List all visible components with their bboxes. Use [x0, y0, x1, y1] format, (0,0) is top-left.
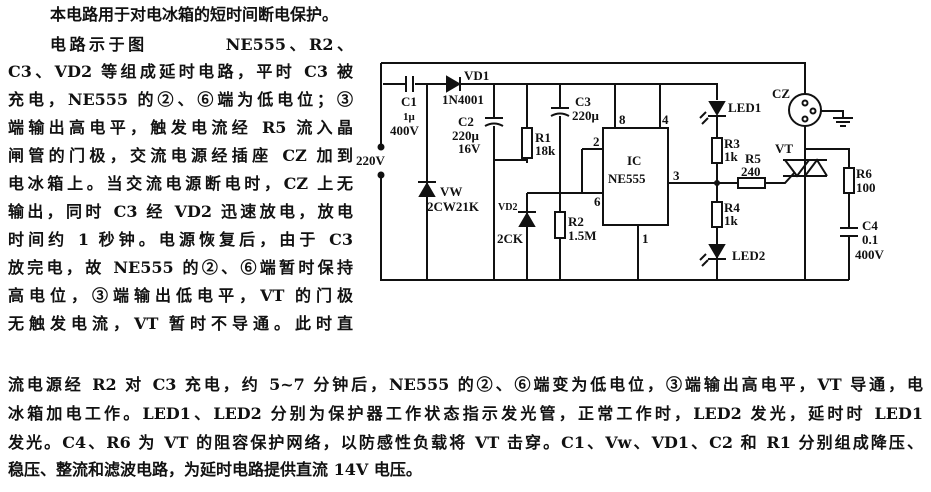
led1-label: LED1: [728, 100, 761, 115]
text-line: 输出，同时 C3 经 VD2 迅速放电，放电: [8, 202, 353, 221]
text-line: 闸管的门极，交流电源经插座 CZ 加到: [8, 146, 353, 165]
diode-vd2-icon: [518, 211, 536, 227]
resistor-r1: [521, 127, 533, 159]
r5-value: 240: [741, 164, 761, 179]
text-line: 电冰箱上。当交流电源断电时，CZ 上无: [8, 174, 353, 193]
resistor-r5: [737, 177, 766, 189]
vt-label: VT: [775, 141, 793, 156]
c2-value: 220μ: [452, 128, 480, 143]
led2-label: LED2: [732, 248, 765, 263]
c3-value: 220μ: [572, 108, 600, 123]
text-line: C3、VD2 等组成延时电路，平时 C3 被: [8, 62, 353, 81]
vw-part: 2CW21K: [427, 199, 480, 214]
pin-8: 8: [619, 112, 626, 127]
vd1-part: 1N4001: [442, 92, 484, 107]
c3-label: C3: [575, 94, 591, 109]
label-220v: 220V: [356, 153, 386, 168]
vd2-label: VD2: [498, 202, 517, 213]
led2-icon: [699, 244, 726, 267]
ground-icon: [833, 117, 853, 127]
text-line: 流电源经 R2 对 C3 充电，约 5~7 分钟后，NE555 的②、⑥端变为低…: [8, 375, 923, 394]
capacitor-c3: [550, 107, 570, 117]
pin-1: 1: [642, 231, 649, 246]
capacitor-c2: [484, 117, 504, 127]
socket-cz-icon: [788, 93, 822, 127]
text-line: 端输出高电平，触发电流经 R5 流入晶: [8, 118, 353, 137]
text-line: 放完电，故 NE555 的②、⑥端暂时保持: [8, 258, 353, 277]
c1-label: C1: [401, 94, 417, 109]
c4-value: 0.1: [862, 232, 878, 247]
c2-voltage: 16V: [458, 141, 481, 156]
pin-4: 4: [662, 112, 669, 127]
r3-label: R3: [724, 136, 740, 151]
r2-label: R2: [568, 214, 584, 229]
r5-label: R5: [745, 151, 761, 166]
text-line: 充电，NE555 的②、⑥端为低电位；③: [8, 90, 353, 109]
text-line: 稳压、整流和滤波电路，为延时电路提供直流 14V 电压。: [8, 460, 422, 479]
led1-icon: [699, 101, 726, 125]
ac-terminal: [377, 171, 385, 179]
r4-label: R4: [724, 200, 740, 215]
resistor-r6: [843, 167, 855, 194]
r2-value: 1.5M: [568, 228, 597, 243]
vd1-label: VD1: [464, 68, 489, 83]
resistor-r3: [711, 137, 723, 164]
c1-voltage: 400V: [390, 123, 420, 138]
capacitor-c1: [405, 76, 414, 92]
triac-vt-icon: [783, 158, 828, 178]
text-line: 本电路用于对电冰箱的短时间断电保护。: [50, 5, 339, 24]
c4-label: C4: [862, 218, 878, 233]
r1-label: R1: [535, 130, 551, 145]
capacitor-c4: [840, 227, 858, 237]
vd2-part: 2CK: [497, 231, 524, 246]
c2-label: C2: [458, 114, 474, 129]
ic-ne555: [602, 127, 669, 226]
r3-value: 1k: [724, 149, 739, 164]
ic-part: NE555: [608, 171, 646, 186]
r4-value: 1k: [724, 213, 739, 228]
text-line: 冰箱加电工作。LED1、LED2 分别为保护器工作状态指示发光管，正常工作时，L…: [8, 404, 923, 423]
text-line: 无触发电流，VT 暂时不导通。此时直: [8, 314, 353, 333]
ac-terminal: [377, 143, 385, 151]
text-line: 电路示于图 NE555、R2、: [50, 35, 353, 54]
ic-label: IC: [627, 153, 641, 168]
diode-vd1-icon: [446, 75, 461, 93]
text-line: 高电位，③端输出低电平，VT 的门极: [8, 286, 353, 305]
c1-value: 1μ: [403, 111, 416, 123]
text-line: 时间约 1 秒钟。电源恢复后，由于 C3: [8, 230, 353, 249]
zener-vw-icon: [418, 181, 436, 197]
pin-2: 2: [593, 134, 600, 149]
r6-label: R6: [856, 166, 872, 181]
r1-value: 18k: [535, 143, 556, 158]
pin-6: 6: [594, 194, 601, 209]
cz-label: CZ: [772, 86, 790, 101]
c4-voltage: 400V: [855, 247, 885, 262]
pin-3: 3: [673, 168, 680, 183]
vw-label: VW: [440, 184, 462, 199]
resistor-r4: [711, 201, 723, 228]
resistor-r2: [554, 211, 566, 239]
text-line: 发光。C4、R6 为 VT 的阻容保护网络，以防感性负载将 VT 击穿。C1、V…: [8, 433, 923, 452]
r6-value: 100: [856, 180, 876, 195]
